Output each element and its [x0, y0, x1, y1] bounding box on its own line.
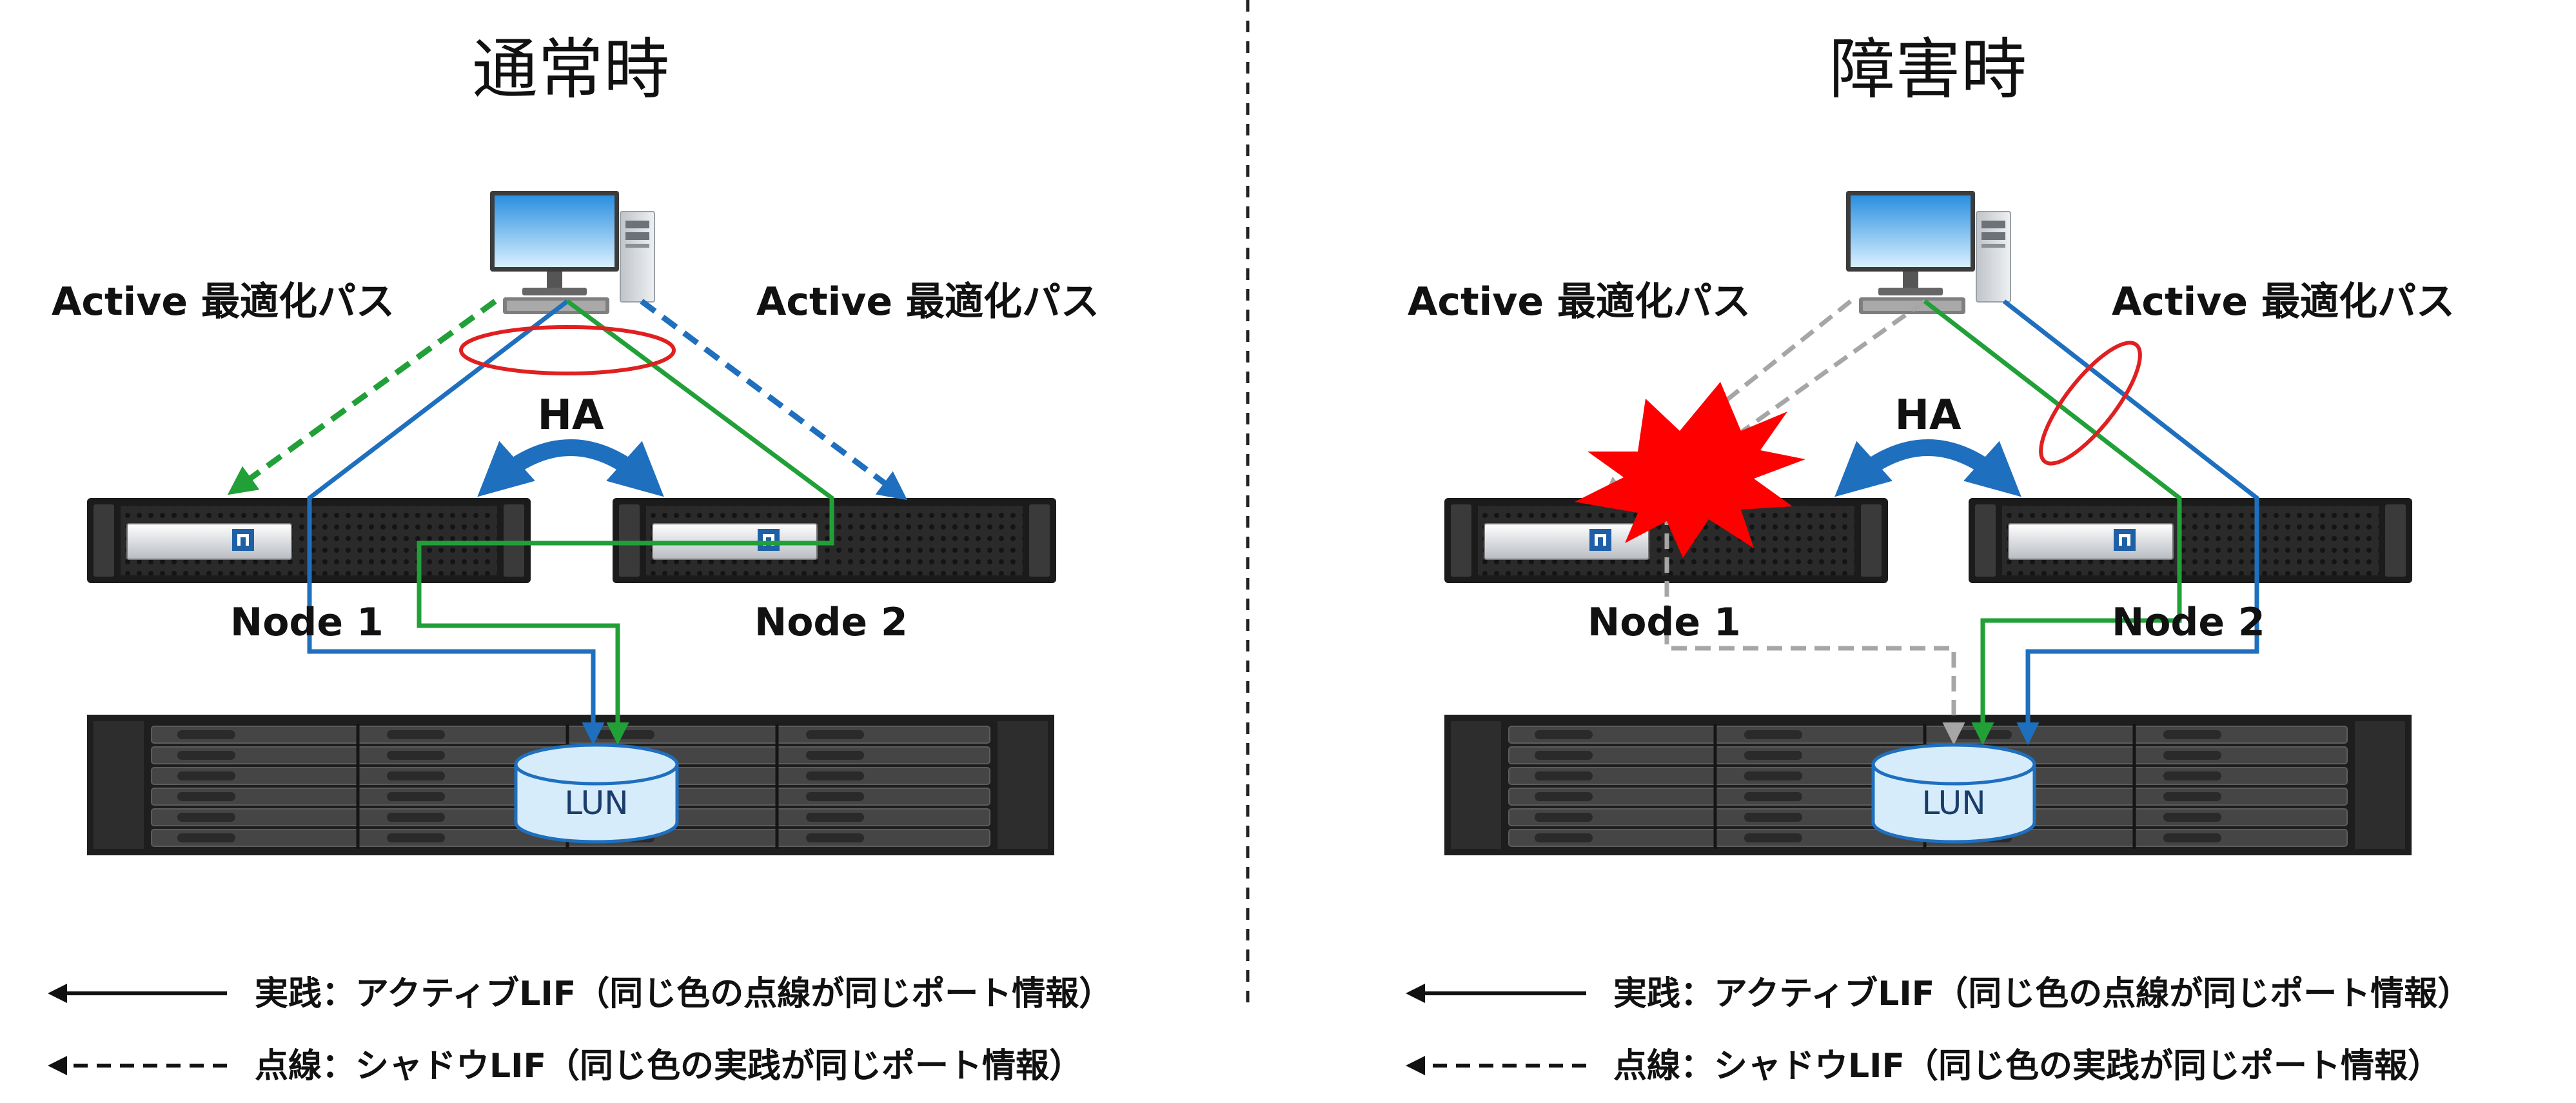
ha-arrow-icon	[1834, 439, 2021, 497]
active-path-green	[1923, 299, 2182, 745]
legend-left: 実践：アクティブLIF（同じ色の点線が同じポート情報） 点線：シャドウLIF（同…	[48, 975, 1112, 1086]
node2-label: Node 2	[2112, 600, 2265, 645]
failure-burst-icon	[1575, 382, 1805, 558]
path-label-left: Active 最適化パス	[1408, 279, 1751, 324]
ha-arrow-icon	[477, 439, 664, 497]
panel-title: 障害時	[1829, 32, 2027, 108]
panel-normal: 通常時 Active 最適化パス Active 最適化パス HA LUN Nod…	[52, 32, 1099, 855]
panel-title: 通常時	[472, 32, 669, 108]
node2-label: Node 2	[754, 600, 908, 645]
node2-chassis	[612, 497, 1057, 584]
highlight-ellipse	[2039, 341, 2142, 466]
shadow-path-blue	[640, 299, 908, 501]
active-path-blue	[307, 299, 605, 745]
legend-dashed-text: 点線：シャドウLIF（同じ色の実践が同じポート情報）	[255, 1047, 1083, 1086]
legend-solid-text: 実践：アクティブLIF（同じ色の点線が同じポート情報）	[255, 975, 1112, 1013]
active-path-blue	[2002, 299, 2259, 745]
failed-path-2	[1649, 299, 1927, 499]
ha-label: HA	[1894, 392, 1961, 439]
path-label-right: Active 最適化パス	[756, 279, 1099, 324]
path-label-right: Active 最適化パス	[2112, 279, 2455, 324]
legend-solid-text: 実践：アクティブLIF（同じ色の点線が同じポート情報）	[1613, 975, 2471, 1013]
ha-label: HA	[537, 392, 604, 439]
node2-chassis	[1968, 497, 2413, 584]
node1-label: Node 1	[230, 600, 384, 645]
client-computer-icon	[489, 190, 655, 315]
failed-path-1	[1602, 299, 1853, 500]
panel-failure: 障害時 Active 最適化パス Active 最適化パス HA LUN Nod…	[1408, 32, 2455, 855]
lun-label: LUN	[564, 784, 628, 822]
highlight-ellipse	[459, 325, 676, 375]
lun-label: LUN	[1922, 784, 1985, 822]
node1-label: Node 1	[1588, 600, 1741, 645]
shadow-path-green	[227, 299, 497, 495]
legend-dashed-text: 点線：シャドウLIF（同じ色の実践が同じポート情報）	[1613, 1047, 2441, 1086]
legend-right: 実践：アクティブLIF（同じ色の点線が同じポート情報） 点線：シャドウLIF（同…	[1406, 975, 2471, 1086]
client-computer-icon	[1845, 190, 2011, 315]
active-path-green	[417, 299, 834, 745]
path-label-left: Active 最適化パス	[52, 279, 395, 324]
